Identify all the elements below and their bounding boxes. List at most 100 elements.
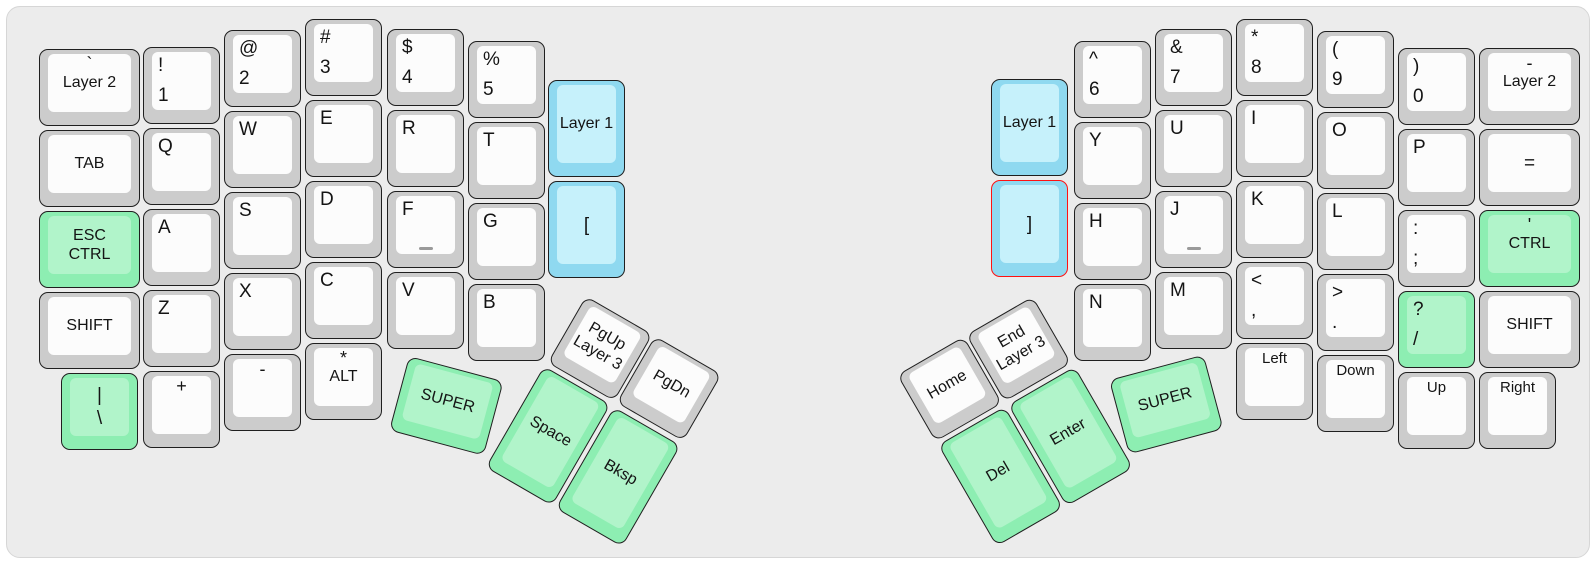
key-arrow-down[interactable]: Down (1317, 355, 1394, 432)
key-arrow-right[interactable]: Right (1479, 372, 1556, 449)
key-label: Space (526, 413, 575, 451)
key-pipe-backslash[interactable]: |\ (61, 373, 138, 450)
key-label: \ (96, 408, 103, 429)
key-shift-left[interactable]: SHIFT (39, 292, 140, 369)
key-x[interactable]: X (224, 273, 301, 350)
key-quote-ctrl[interactable]: 'CTRL (1479, 210, 1580, 287)
key-lt-comma[interactable]: <, (1236, 262, 1313, 339)
key-label: U (1170, 118, 1184, 139)
key-label: F (402, 199, 414, 220)
key-percent-5[interactable]: %5 (468, 41, 545, 118)
key-label: W (239, 119, 257, 140)
key-v[interactable]: V (387, 272, 464, 349)
key-u[interactable]: U (1155, 110, 1232, 187)
key-tab[interactable]: TAB (39, 130, 140, 207)
key-super-right[interactable]: SUPER (1109, 354, 1224, 455)
key-l[interactable]: L (1317, 193, 1394, 270)
key-arrow-up[interactable]: Up (1398, 372, 1475, 449)
key-label: : (1413, 218, 1419, 239)
key-a[interactable]: A (143, 209, 220, 286)
keycap-top (557, 85, 616, 163)
key-right-bracket[interactable]: ] (991, 180, 1068, 277)
key-j[interactable]: J (1155, 191, 1232, 268)
key-left-bracket[interactable]: [ (548, 181, 625, 278)
key-question-slash[interactable]: ?/ (1398, 291, 1475, 368)
key-at-2[interactable]: @2 (224, 30, 301, 107)
key-t[interactable]: T (468, 122, 545, 199)
key-m[interactable]: M (1155, 272, 1232, 349)
keycap-top (152, 133, 211, 191)
key-c[interactable]: C (305, 262, 382, 339)
key-label: 5 (483, 79, 494, 101)
key-label: 9 (1332, 69, 1343, 91)
key-e[interactable]: E (305, 100, 382, 177)
key-star-8[interactable]: *8 (1236, 19, 1313, 96)
keycap-top (233, 278, 292, 336)
homing-bar (418, 247, 433, 250)
key-layer1-left[interactable]: Layer 1 (548, 80, 625, 177)
key-star-alt[interactable]: *ALT (305, 343, 382, 420)
key-g[interactable]: G (468, 203, 545, 280)
key-label: = (1523, 152, 1536, 174)
key-label: A (158, 217, 171, 238)
key-label: D (320, 189, 334, 210)
key-layer1-right[interactable]: Layer 1 (991, 79, 1068, 176)
keycap-top (477, 289, 536, 347)
key-h[interactable]: H (1074, 203, 1151, 280)
key-d[interactable]: D (305, 181, 382, 258)
key-minus-left[interactable]: - (224, 354, 301, 431)
key-label: ] (1026, 213, 1033, 235)
key-plus[interactable]: + (143, 371, 220, 448)
key-arrow-left[interactable]: Left (1236, 343, 1313, 420)
key-label: - (1526, 53, 1533, 73)
key-k[interactable]: K (1236, 181, 1313, 258)
keycap-top (48, 135, 131, 193)
key-q[interactable]: Q (143, 128, 220, 205)
key-f[interactable]: F (387, 191, 464, 268)
keycap-top (152, 376, 211, 434)
key-s[interactable]: S (224, 192, 301, 269)
keycap-top (1164, 196, 1223, 254)
key-label-group: [ (553, 186, 620, 265)
key-label: 3 (320, 57, 331, 79)
key-amp-7[interactable]: &7 (1155, 29, 1232, 106)
keycap-top (1326, 117, 1385, 175)
key-equals[interactable]: = (1479, 129, 1580, 206)
key-n[interactable]: N (1074, 284, 1151, 361)
key-r[interactable]: R (387, 110, 464, 187)
key-hash-3[interactable]: #3 (305, 19, 382, 96)
key-layer2-left[interactable]: `Layer 2 (39, 49, 140, 126)
keycap-top (314, 24, 373, 82)
key-y[interactable]: Y (1074, 122, 1151, 199)
key-label: 1 (158, 85, 169, 107)
key-label: & (1170, 37, 1183, 58)
key-b[interactable]: B (468, 284, 545, 361)
key-lparen-9[interactable]: (9 (1317, 31, 1394, 108)
key-exclam-1[interactable]: !1 (143, 47, 220, 124)
key-label: 2 (239, 68, 250, 90)
key-o[interactable]: O (1317, 112, 1394, 189)
keycap-top (314, 348, 373, 406)
keycap-top (1326, 36, 1385, 94)
key-colon-semicolon[interactable]: :; (1398, 210, 1475, 287)
key-z[interactable]: Z (143, 290, 220, 367)
key-i[interactable]: I (1236, 100, 1313, 177)
keycap-top (557, 186, 616, 264)
key-dash-layer2[interactable]: -Layer 2 (1479, 48, 1580, 125)
key-shift-right[interactable]: SHIFT (1479, 291, 1580, 368)
key-p[interactable]: P (1398, 129, 1475, 206)
keycap-top (907, 345, 988, 426)
keycap-top (314, 186, 373, 244)
key-label: ! (158, 55, 164, 76)
key-caret-6[interactable]: ^6 (1074, 41, 1151, 118)
key-label: End (994, 322, 1028, 352)
key-w[interactable]: W (224, 111, 301, 188)
key-gt-period[interactable]: >. (1317, 274, 1394, 351)
key-rparen-0[interactable]: )0 (1398, 48, 1475, 125)
key-dollar-4[interactable]: $4 (387, 29, 464, 106)
key-super-left[interactable]: SUPER (389, 356, 504, 456)
